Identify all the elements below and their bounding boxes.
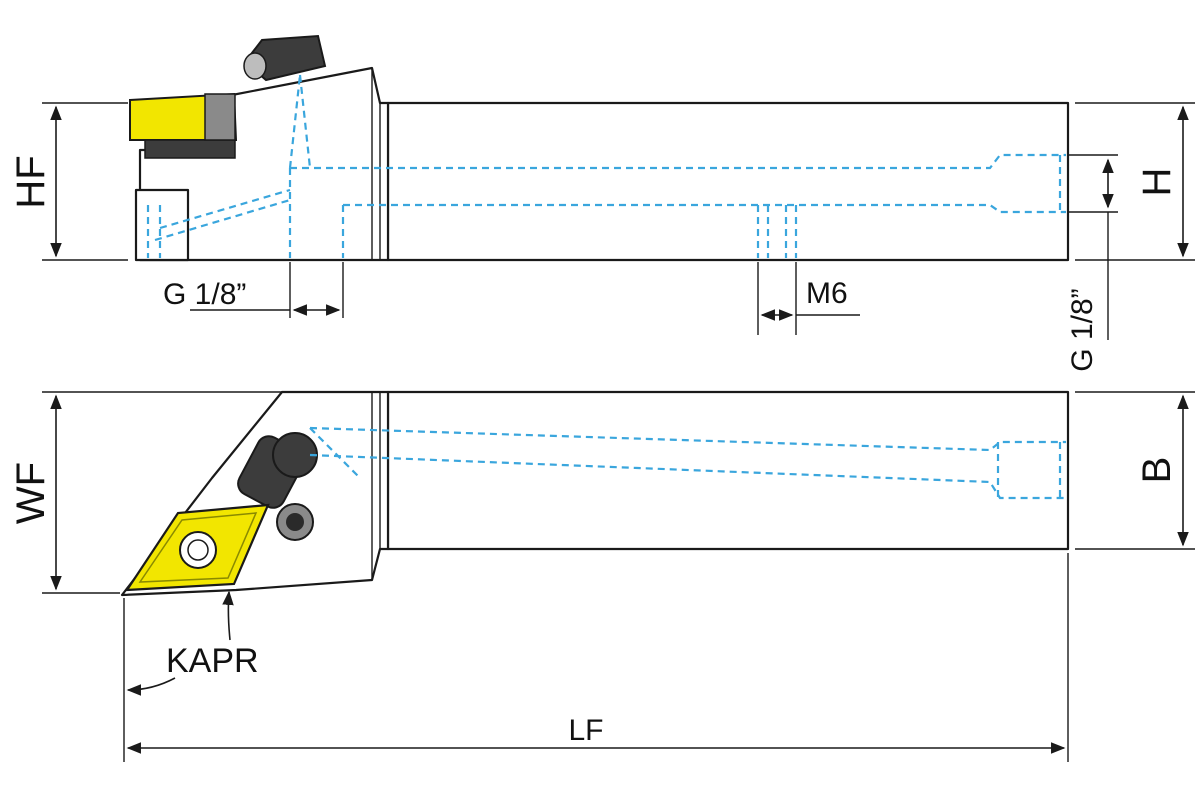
b-label: B xyxy=(1135,457,1179,484)
screw-icon xyxy=(276,503,314,541)
wf-label: WF xyxy=(9,462,53,524)
diamond-insert-icon xyxy=(124,503,270,592)
side-view-support xyxy=(134,188,190,262)
hf-label: HF xyxy=(9,155,53,208)
g18-right-label: G 1/8” xyxy=(1066,288,1099,371)
lf-label: LF xyxy=(568,714,603,747)
clamp-icon xyxy=(237,432,318,509)
top-view-shank xyxy=(386,390,1070,551)
side-view-shank xyxy=(386,101,1070,262)
m6-label: M6 xyxy=(806,277,848,310)
kapr-label: KAPR xyxy=(166,642,259,680)
g18-top-label: G 1/8” xyxy=(163,278,246,311)
top-view-coolant-channels xyxy=(309,426,1066,500)
clamp-lever-icon xyxy=(243,34,327,82)
h-label: H xyxy=(1135,168,1179,197)
side-view: HF H G 1/8” G 1/8” M6 xyxy=(9,34,1195,372)
side-view-coolant-channels xyxy=(146,74,1066,258)
top-view: WF B KAPR LF xyxy=(9,390,1195,762)
